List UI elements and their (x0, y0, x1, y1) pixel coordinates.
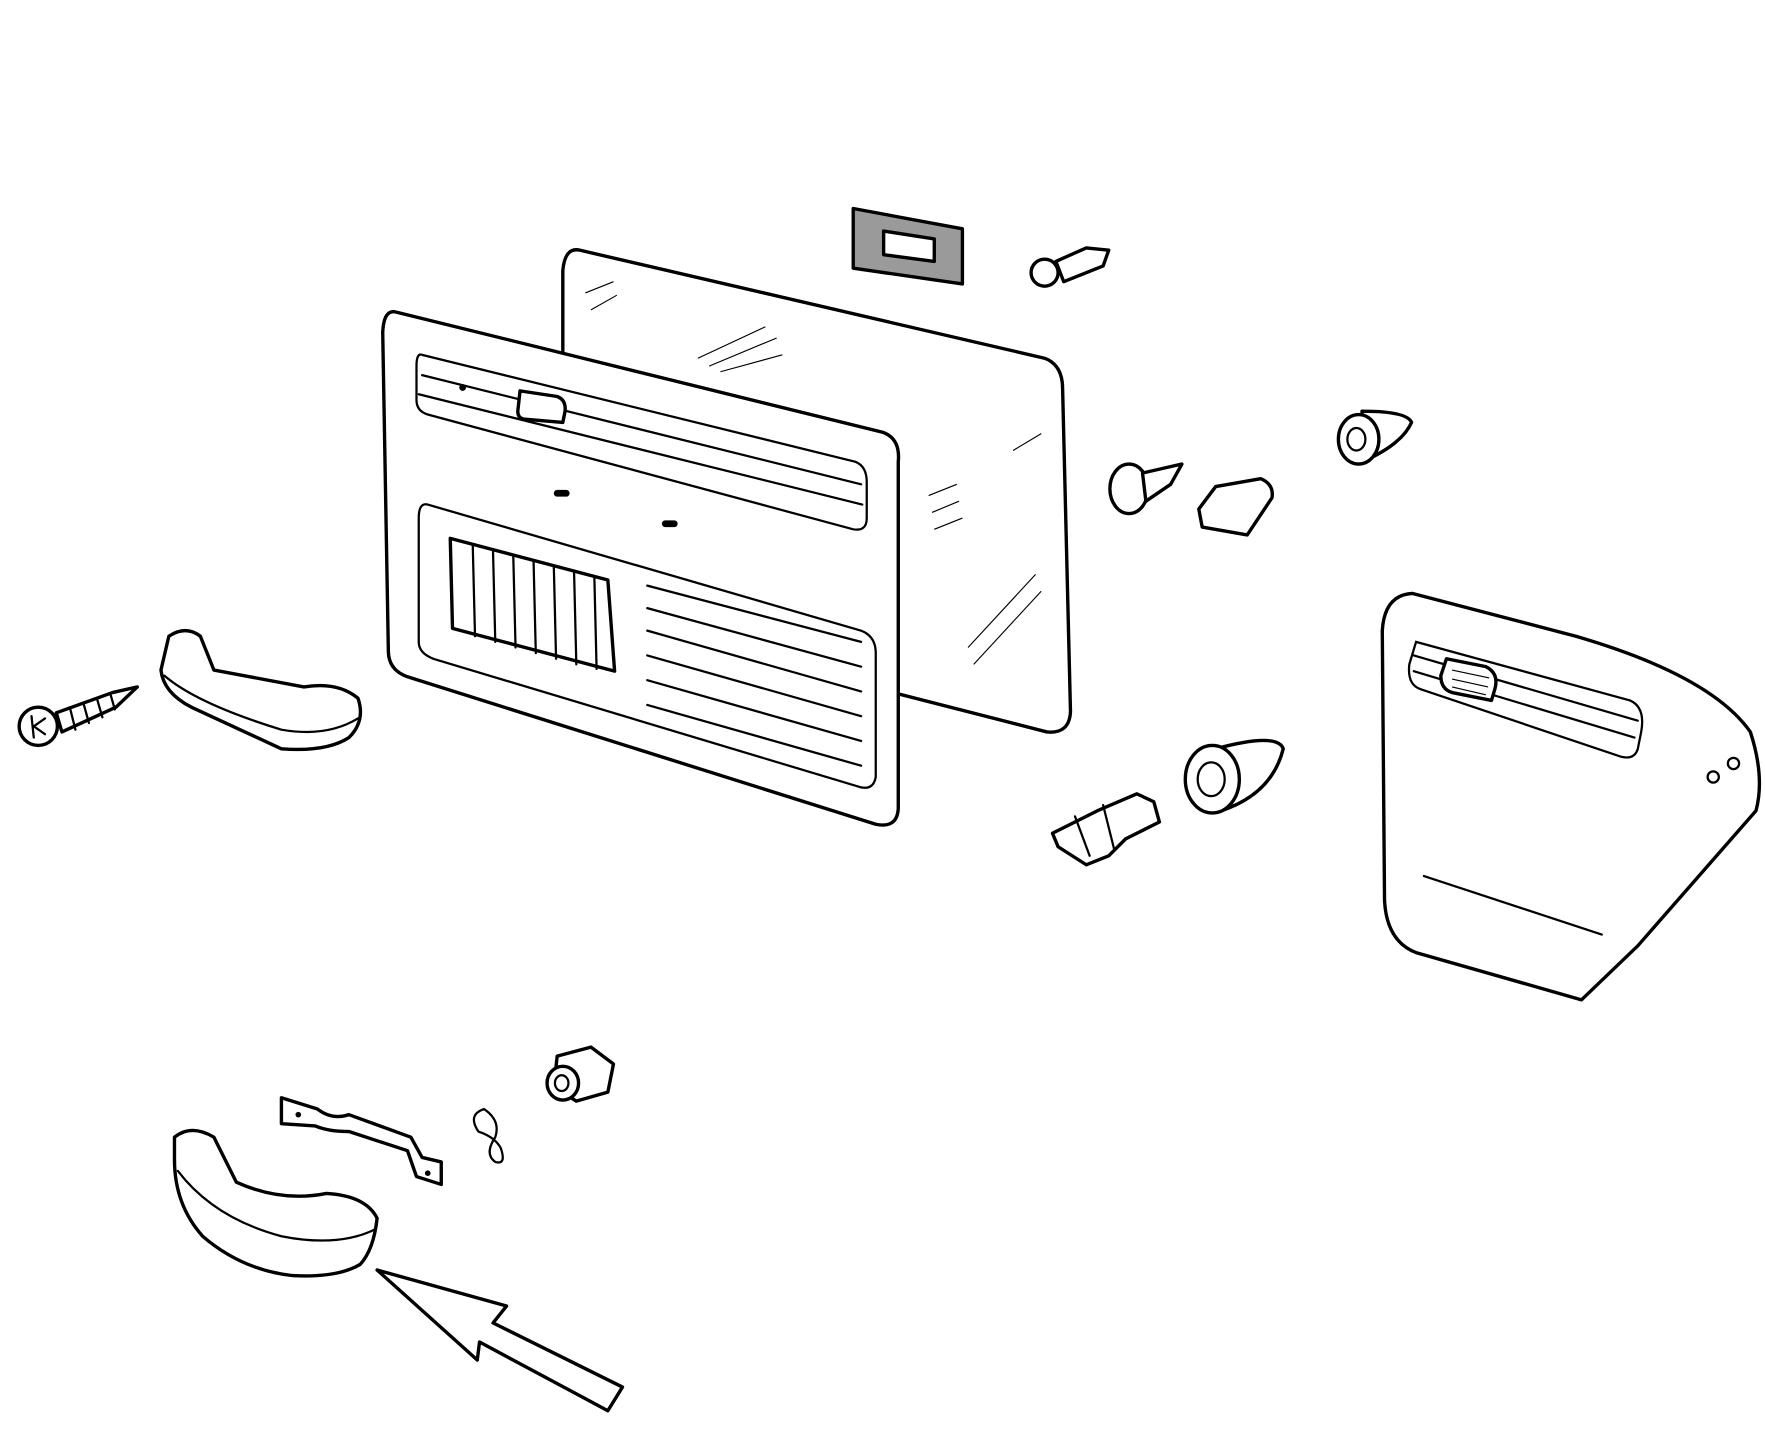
wiring-clips (1050, 792, 1162, 867)
hex-nut (545, 1045, 616, 1103)
grommet-small (1336, 409, 1414, 466)
grommet-large (1183, 738, 1285, 815)
door-handle-recess (516, 389, 567, 425)
retainer-clip (1197, 476, 1274, 537)
trim-clip-top (1029, 246, 1111, 288)
screw (17, 685, 140, 748)
foam-pad (851, 206, 965, 286)
push-pin-clip (1108, 462, 1184, 516)
map-pocket (448, 536, 617, 673)
front-door-trim-panel[interactable] (381, 309, 901, 827)
spring-washer (472, 1107, 504, 1164)
rear-door-trim-panel[interactable] (1380, 591, 1762, 1002)
mounting-bracket (279, 1096, 443, 1187)
rear-handle-recess (1439, 657, 1498, 703)
grab-handle-lower[interactable] (172, 1128, 379, 1278)
grab-handle-upper[interactable] (159, 628, 363, 752)
callout-arrow (375, 1268, 625, 1413)
